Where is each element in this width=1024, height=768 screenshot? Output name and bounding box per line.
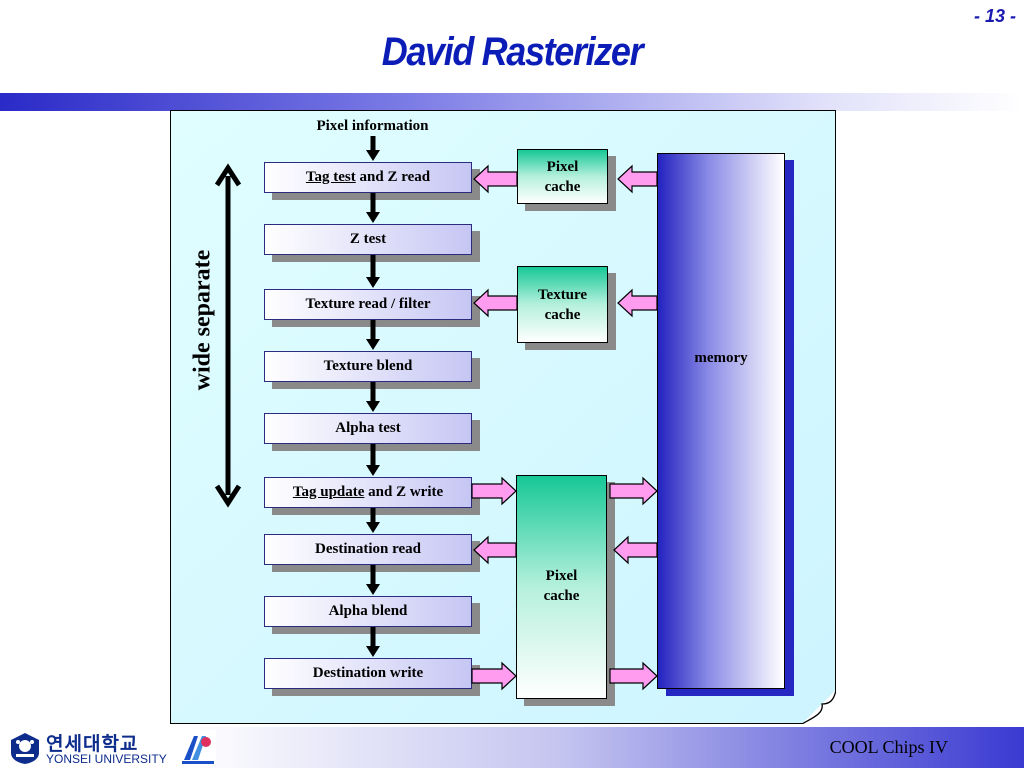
stage-text: Texture blend	[323, 358, 413, 374]
yonsei-emblem-icon	[11, 733, 39, 764]
stage-text: Z test	[349, 231, 387, 247]
page-number: - 13 -	[973, 6, 1016, 26]
stage-text: and Z read	[355, 169, 431, 185]
lab-logo-icon	[180, 730, 216, 766]
cache-label-line2: cache	[543, 588, 580, 604]
stage-texture-blend: Texture blend	[264, 351, 472, 382]
slide-title: David Rasterizer	[381, 30, 644, 74]
stage-underlined-text: Tag test	[305, 169, 356, 185]
title-underline-bar	[0, 93, 1024, 111]
wide-separate-double-arrow	[214, 163, 242, 508]
texture-cache: Texture cache	[517, 266, 608, 343]
logo-english-text: YONSEI UNIVERSITY	[46, 752, 167, 766]
stage-underlined-text: Tag update	[292, 484, 365, 500]
stage-text: and Z write	[364, 484, 444, 500]
page-curl-icon	[802, 690, 836, 724]
stage-alpha-test: Alpha test	[264, 413, 472, 444]
stage-text: Alpha test	[335, 420, 401, 436]
pixel-cache-bottom: Pixel cache	[516, 475, 607, 699]
memory-label: memory	[694, 350, 748, 366]
stage-tag-update-z-write: Tag update and Z write	[264, 477, 472, 508]
flow-arrowheads	[366, 150, 380, 657]
stage-z-test: Z test	[264, 224, 472, 255]
stage-destination-write: Destination write	[264, 658, 472, 689]
stage-text: Destination read	[315, 541, 421, 557]
memory-block: memory	[657, 153, 785, 689]
pink-arrows	[471, 164, 658, 691]
cache-label-line1: Texture	[537, 286, 588, 303]
stage-text: Texture read / filter	[305, 296, 431, 312]
stage-text: Destination write	[312, 665, 424, 681]
stage-texture-read-filter: Texture read / filter	[264, 289, 472, 320]
cache-label-line1: Pixel	[546, 158, 579, 175]
stage-text: Alpha blend	[328, 603, 408, 619]
footer-conference-label: COOL Chips IV	[829, 737, 948, 757]
stage-destination-read: Destination read	[264, 534, 472, 565]
cache-label-line2: cache	[544, 178, 581, 195]
footer-bar	[0, 727, 1024, 768]
cache-label-line2: cache	[544, 306, 581, 323]
cache-label-line1: Pixel	[545, 568, 578, 584]
stage-tag-test-z-read: Tag test and Z read	[264, 162, 472, 193]
stage-alpha-blend: Alpha blend	[264, 596, 472, 627]
pixel-cache-top: Pixel cache	[517, 149, 608, 204]
logo-korean-text: 연세대학교	[46, 733, 139, 755]
pixel-information-label: Pixel information	[316, 118, 429, 134]
